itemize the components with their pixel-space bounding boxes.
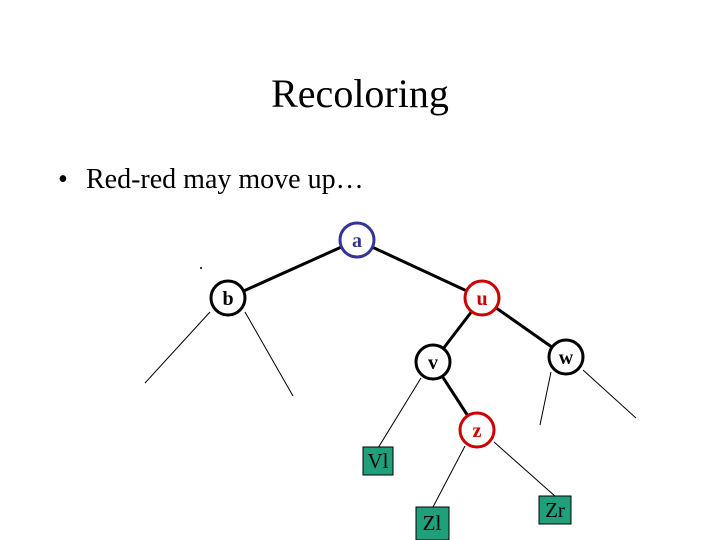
subtree-vl-label: Vl: [368, 449, 389, 473]
node-u-label: u: [476, 288, 487, 310]
subtree-vl-box: [362, 446, 394, 476]
edge-w-left-subtree: [539, 371, 552, 426]
node-w-circle: [547, 338, 585, 376]
node-b-circle: [209, 279, 247, 317]
node-a-label: a: [352, 230, 362, 252]
edge-w-right-subtree: [582, 369, 637, 419]
node-z-circle: [458, 411, 496, 449]
node-w-label: w: [559, 347, 574, 369]
subtree-zl-box: [415, 506, 450, 540]
node-v-circle: [414, 343, 452, 381]
subtree-zr: Zr: [538, 495, 572, 525]
edge-b-left-subtree: [144, 311, 211, 384]
edge-z-zr: [493, 441, 557, 498]
node-v-label: v: [428, 352, 438, 374]
subtree-zr-label: Zr: [545, 498, 565, 522]
node-z-label: z: [473, 420, 482, 442]
subtree-zr-box: [538, 495, 572, 525]
node-v: v: [414, 343, 452, 381]
node-z: z: [458, 411, 496, 449]
bullet-item: • Red-red may move up…: [58, 164, 364, 196]
node-u: u: [463, 279, 501, 317]
node-b-label: b: [222, 288, 233, 310]
subtree-zl: Zl: [415, 506, 450, 540]
edge-a-u: [356, 238, 483, 300]
subtree-zl-label: Zl: [423, 511, 442, 535]
edge-z-zl: [432, 445, 466, 508]
node-b: b: [209, 279, 247, 317]
bullet-dot-icon: •: [58, 164, 68, 195]
subtree-vl: Vl: [362, 446, 394, 476]
edge-b-right-subtree: [244, 311, 294, 397]
bullet-text: Red-red may move up…: [86, 164, 364, 195]
node-a: a: [338, 221, 376, 259]
edge-a-b: [227, 238, 358, 300]
stray-dot: [200, 267, 202, 269]
edge-v-vl: [377, 377, 422, 449]
node-a-circle: [338, 221, 376, 259]
node-w: w: [547, 338, 585, 376]
node-u-circle: [463, 279, 501, 317]
slide-title: Recoloring: [271, 71, 449, 116]
